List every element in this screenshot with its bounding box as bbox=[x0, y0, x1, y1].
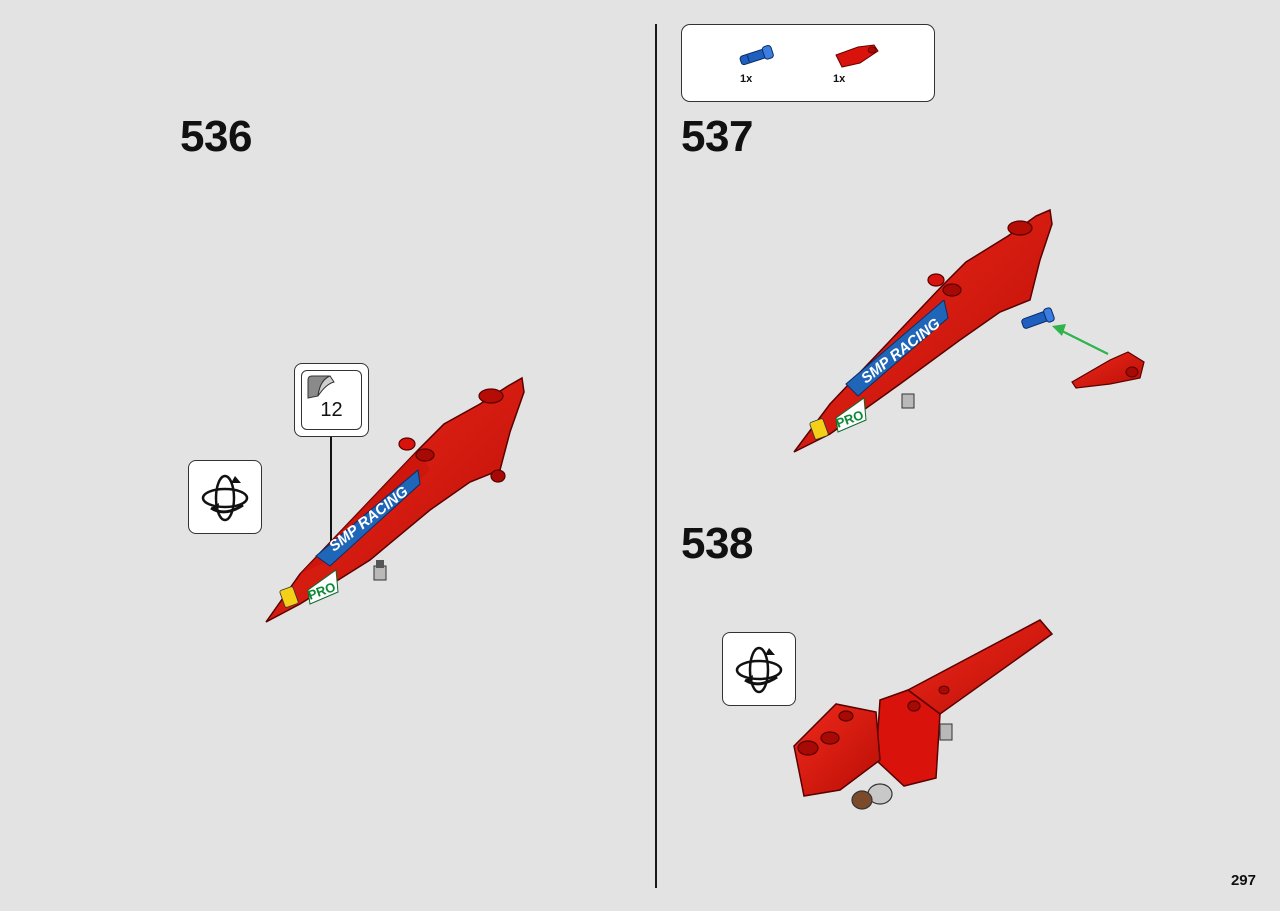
page-divider bbox=[655, 24, 657, 888]
step-number-537: 537 bbox=[681, 112, 753, 161]
step-537-assembly bbox=[793, 208, 1145, 453]
blue-axle-pin-icon bbox=[734, 41, 794, 101]
part-qty-red: 1x bbox=[833, 73, 846, 85]
step-538-assembly bbox=[793, 619, 1054, 810]
page-number: 297 bbox=[1230, 872, 1256, 889]
rotate-model-icon bbox=[188, 460, 262, 534]
step-536-assembly bbox=[265, 376, 525, 623]
submodel-callout: 12 bbox=[294, 363, 369, 437]
rotate-model-icon-538 bbox=[722, 632, 796, 706]
part-qty-blue: 1x bbox=[740, 73, 753, 85]
page-curl-icon bbox=[307, 375, 335, 399]
step-number-536: 536 bbox=[180, 112, 252, 161]
red-panel-piece-icon bbox=[830, 41, 890, 101]
submodel-inner-frame: 12 bbox=[301, 370, 362, 430]
step-number-538: 538 bbox=[681, 519, 753, 568]
submodel-count: 12 bbox=[320, 399, 343, 421]
callout-line bbox=[330, 437, 332, 541]
parts-list-box: 1x 1x bbox=[681, 24, 935, 102]
